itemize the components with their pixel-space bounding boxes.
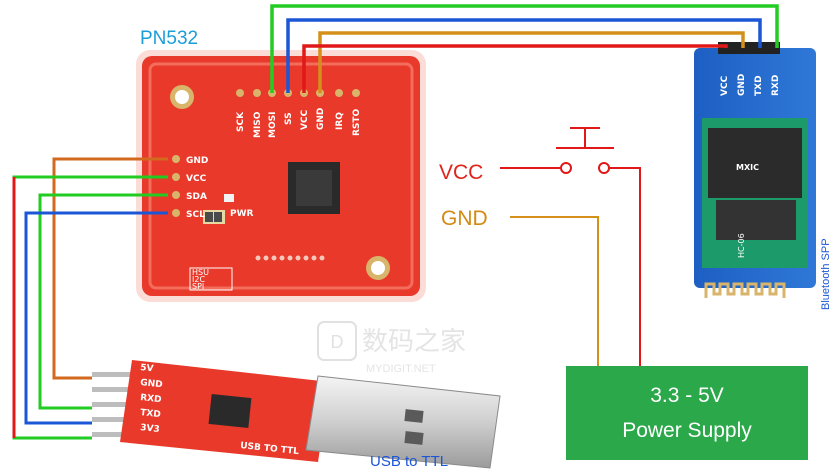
pin-label-side-sda: SDA xyxy=(186,192,207,202)
wires-pn532-to-usb xyxy=(12,157,168,440)
bt-pin-label-gnd: GND xyxy=(737,74,747,96)
mode-row-i2c: I2C xyxy=(192,275,205,284)
psu-voltage: 3.3 - 5V xyxy=(650,384,724,407)
vcc-wire-to-psu xyxy=(609,167,641,368)
bt-side-text: Bluetooth SPP xyxy=(820,238,830,310)
mode-switch xyxy=(203,210,225,224)
pn532-chip xyxy=(288,162,340,214)
psu-label: Power Supply xyxy=(622,419,752,442)
pin-label-sck: SCK xyxy=(236,111,246,132)
gnd-label: GND xyxy=(441,207,488,230)
usb-ttl-adapter: 5V GND RXD TXD 3V3 USB TO TTL xyxy=(92,360,501,469)
power-supply-box: 3.3 - 5V Power Supply xyxy=(566,366,808,460)
mounting-hole xyxy=(170,85,194,109)
usb-pin-label-5v: 5V xyxy=(140,363,154,374)
svg-text:D: D xyxy=(331,332,344,352)
usb-chip xyxy=(208,393,252,429)
wire-red-vcc-vcc xyxy=(302,44,728,93)
pin-label-irq: IRQ xyxy=(335,112,345,130)
pin-label-side-vcc: VCC xyxy=(186,174,207,184)
bt-pin-label-rxd: RXD xyxy=(771,75,781,96)
pin-label-mosi: MOSI xyxy=(268,112,278,138)
bt-pin-label-txd: TXD xyxy=(754,75,764,96)
wire-blue-ss-txd xyxy=(286,18,762,93)
bottom-pads xyxy=(255,255,325,261)
pwr-led xyxy=(224,194,234,202)
usb-pin-label-txd: TXD xyxy=(140,408,161,420)
wire-green-mosi-rxd xyxy=(270,4,779,93)
pn532-top-pins: SCK MISO MOSI SS VCC GND IRQ RSTO xyxy=(236,89,362,138)
pn532-side-pins: GND VCC SDA SCL xyxy=(172,155,208,220)
pin-label-miso: MISO xyxy=(253,111,263,138)
usb-pin-label-3v3: 3V3 xyxy=(140,423,160,435)
wires-pn532-to-bt xyxy=(270,4,779,93)
wire-green-sda xyxy=(38,193,168,410)
bluetooth-module: MXIC HC-06 VCC GND TXD RXD xyxy=(694,42,816,298)
mode-table: HSU I2C SPI xyxy=(189,267,233,291)
power-switch xyxy=(500,127,641,368)
pin-label-vcc: VCC xyxy=(300,109,310,130)
wire-brown-gnd xyxy=(52,157,168,380)
pin-label-side-scl: SCL xyxy=(186,210,205,220)
pn532-board: PWR HSU I2C SPI SCK MISO MOS xyxy=(136,50,426,302)
vcc-label: VCC xyxy=(439,161,483,184)
usb-ttl-caption: USB to TTL xyxy=(370,453,448,470)
mode-row-hsu: HSU xyxy=(192,268,209,277)
switch-contact-left xyxy=(560,162,572,174)
pin-label-ss: SS xyxy=(284,112,294,125)
usb-header-pins xyxy=(92,372,132,437)
pin-pad xyxy=(172,155,180,217)
switch-contact-right xyxy=(598,162,610,174)
watermark-text: 数码之家 xyxy=(362,327,466,357)
pin-label-gnd: GND xyxy=(316,108,326,130)
bt-chip-brand: MXIC xyxy=(736,163,759,172)
wire-blue-scl xyxy=(24,211,168,425)
antenna-trace xyxy=(704,282,786,298)
usb-pin-label-rxd: RXD xyxy=(140,393,162,405)
watermark: D 数码之家 MYDIGIT.NET xyxy=(317,321,466,375)
mode-row-spi: SPI xyxy=(192,282,204,291)
pwr-label: PWR xyxy=(230,209,254,219)
usb-connector xyxy=(305,375,501,469)
usb-pin-label-gnd: GND xyxy=(140,378,163,390)
gnd-wire-to-psu xyxy=(510,216,599,368)
wire-orange-gnd-gnd xyxy=(318,31,745,93)
pin-label-rsto: RSTO xyxy=(352,108,362,136)
pn532-title: PN532 xyxy=(140,28,198,49)
gnd-line xyxy=(510,216,599,368)
mounting-hole xyxy=(366,256,390,280)
watermark-sub: MYDIGIT.NET xyxy=(366,363,436,375)
pin-label-side-gnd: GND xyxy=(186,156,208,166)
bt-model: HC-06 xyxy=(737,233,746,258)
bt-pin-label-vcc: VCC xyxy=(720,75,730,96)
